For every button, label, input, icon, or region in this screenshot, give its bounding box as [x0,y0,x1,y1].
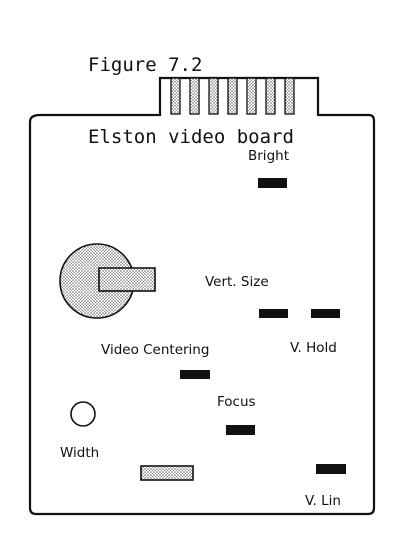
width-coil [70,401,96,427]
figure-number: Figure 7.2 [88,54,203,76]
connector-pin [265,77,276,115]
stippled-block [98,267,156,292]
connector-pin [189,77,200,115]
label-width: Width [60,445,99,461]
figure-title: Figure 7.2 Elston video board [88,5,294,173]
label-bright: Bright [248,148,289,164]
label-v-hold: V. Hold [290,340,337,356]
control-v-hold [311,309,340,318]
label-focus: Focus [217,394,256,410]
edge-connector [170,77,295,115]
control-focus [226,425,255,435]
control-bright [258,178,287,188]
board-outline [28,76,376,516]
connector-pin [284,77,295,115]
connector-pin [227,77,238,115]
label-v-lin: V. Lin [305,493,341,509]
label-vert-size: Vert. Size [205,274,269,290]
control-video-centering [180,370,210,379]
connector-pin [208,77,219,115]
label-video-centering: Video Centering [101,342,209,358]
figure-caption: Elston video board [88,126,294,148]
connector-pin [246,77,257,115]
ic-chip [140,465,194,481]
control-v-lin [316,464,346,474]
control-vert-size [259,309,288,318]
connector-pin [170,77,181,115]
